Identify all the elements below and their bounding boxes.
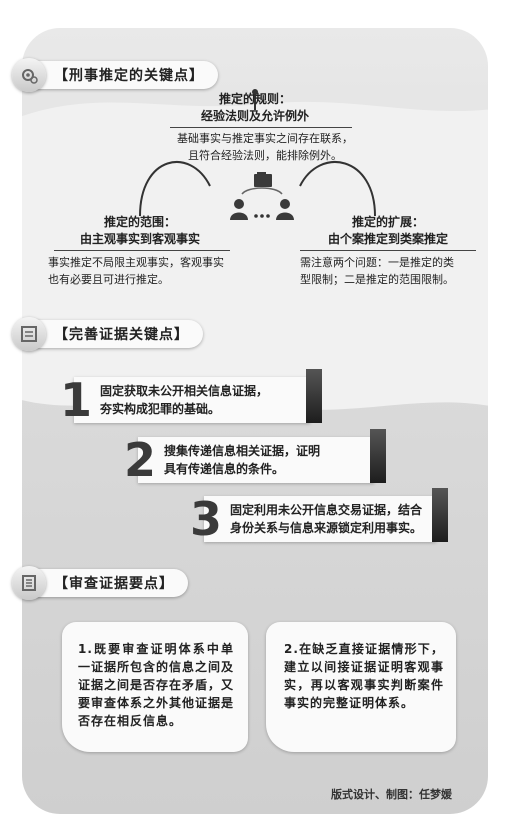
section1-header: 【刑事推定的关键点】: [12, 58, 218, 92]
scope-desc-2: 也有必要且可进行推定。: [48, 273, 169, 286]
expand-title-1: 推定的扩展：: [351, 215, 424, 229]
step-3: 3 固定利用未公开信息交易证据，结合 身份关系与信息来源锁定利用事实。: [190, 488, 448, 542]
scope-title-2: 由主观事实到客观事实: [79, 232, 200, 246]
connector-arcs: [139, 89, 376, 217]
rule-desc-2: 且符合经验法则，能排除例外。: [188, 149, 342, 162]
section3-header: 【审查证据要点】: [12, 566, 188, 600]
scope-divider: [54, 250, 230, 251]
step-2-number: 2: [124, 433, 157, 487]
design-credit: 版式设计、制图：任梦媛: [331, 788, 452, 801]
step-3-accent: [432, 488, 448, 542]
rule-title-1: 推定的规则：: [218, 92, 291, 106]
expand-title-2: 由个案推定到类案推定: [327, 232, 448, 246]
rule-divider: [170, 127, 352, 128]
scope-title-1: 推定的范围：: [103, 215, 176, 229]
step-1-accent: [306, 369, 322, 423]
list-icon: [12, 566, 46, 600]
step-3-line2: 身份关系与信息来源锁定利用事实。: [230, 521, 423, 535]
review-point-1-text: 1.既要审查证明体系中单一证据所包含的信息之间及证据之间是否存在矛盾，又要审查体…: [78, 642, 235, 728]
scope-desc-1: 事实推定不局限主观事实，客观事实: [48, 256, 224, 269]
review-point-1: 1.既要审查证明体系中单一证据所包含的信息之间及证据之间是否存在矛盾，又要审查体…: [62, 622, 248, 752]
step-1-line2: 夯实构成犯罪的基础。: [100, 402, 221, 416]
expand-desc-2: 型限制；二是推定的范围限制。: [300, 273, 454, 286]
step-1-number: 1: [60, 373, 93, 427]
step-3-number: 3: [190, 492, 223, 546]
rule-desc-1: 基础事实与推定事实之间存在联系，: [177, 132, 353, 145]
review-point-2: 2.在缺乏直接证据情形下，建立以间接证据证明客观事实，再以客观事实判断案件事实的…: [266, 622, 456, 752]
rule-title-2: 经验法则及允许例外: [200, 109, 309, 123]
section2-header: 【完善证据关键点】: [12, 317, 203, 351]
section3-title: 【审查证据要点】: [36, 569, 188, 597]
document-icon: [12, 317, 46, 351]
review-point-2-text: 2.在缺乏直接证据情形下，建立以间接证据证明客观事实，再以客观事实判断案件事实的…: [284, 642, 444, 710]
expand-divider: [300, 250, 476, 251]
step-2-line1: 搜集传递信息相关证据，证明: [164, 444, 321, 458]
expand-desc-1: 需注意两个问题：一是推定的类: [300, 256, 454, 269]
gear-icon: [12, 58, 46, 92]
section2-title: 【完善证据关键点】: [36, 320, 203, 348]
people-exchange-icon: [226, 172, 298, 232]
step-2-line2: 具有传递信息的条件。: [164, 462, 285, 476]
step-2: 2 搜集传递信息相关证据，证明 具有传递信息的条件。: [124, 429, 386, 483]
section1-title: 【刑事推定的关键点】: [36, 61, 218, 89]
step-1-line1: 固定获取未公开相关信息证据，: [100, 384, 269, 398]
step-3-line1: 固定利用未公开信息交易证据，结合: [230, 503, 423, 517]
step-1: 1 固定获取未公开相关信息证据， 夯实构成犯罪的基础。: [60, 369, 322, 423]
step-2-accent: [370, 429, 386, 483]
